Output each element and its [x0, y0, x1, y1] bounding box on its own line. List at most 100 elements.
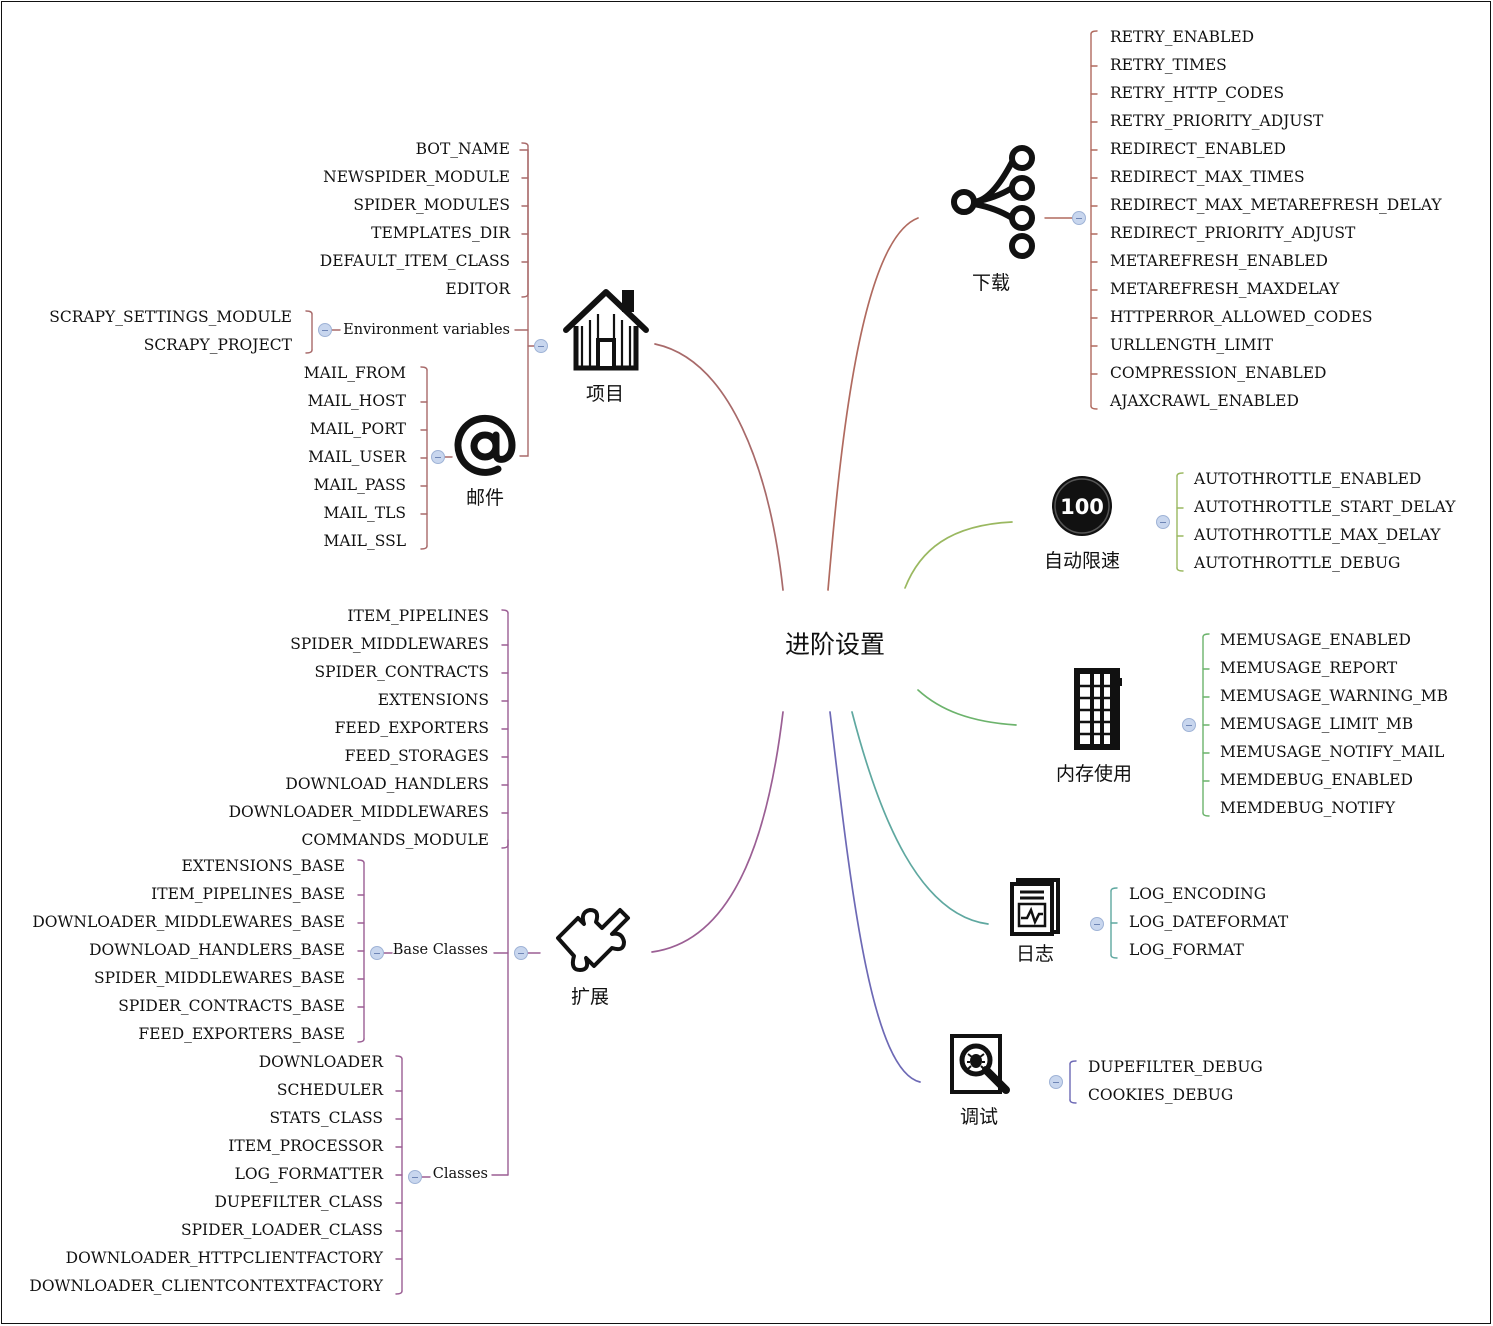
debug-collapse-toggle[interactable]	[1049, 1075, 1063, 1089]
classes-item[interactable]: DOWNLOADER_CLIENTCONTEXTFACTORY	[29, 1277, 383, 1295]
branch-mail-label[interactable]: 邮件	[465, 487, 504, 509]
branch-autothrottle-label[interactable]: 自动限速	[1043, 550, 1120, 572]
memory-item[interactable]: MEMUSAGE_NOTIFY_MAIL	[1220, 743, 1445, 761]
branch-project-label[interactable]: 项目	[585, 383, 624, 405]
memory-item[interactable]: MEMDEBUG_ENABLED	[1220, 771, 1413, 789]
mail-item[interactable]: MAIL_FROM	[303, 364, 406, 382]
mail-item[interactable]: MAIL_TLS	[323, 504, 406, 522]
classes-item[interactable]: DOWNLOADER_HTTPCLIENTFACTORY	[65, 1249, 383, 1267]
download-item[interactable]: REDIRECT_ENABLED	[1110, 140, 1286, 158]
project-item[interactable]: TEMPLATES_DIR	[371, 224, 510, 242]
download-collapse-toggle[interactable]	[1072, 211, 1086, 225]
project-collapse-toggle[interactable]	[534, 339, 548, 353]
download-item[interactable]: RETRY_HTTP_CODES	[1110, 84, 1285, 102]
mail-item[interactable]: MAIL_PASS	[313, 476, 406, 494]
env-variables-label[interactable]: Environment variables	[343, 322, 510, 338]
extension-item[interactable]: COMMANDS_MODULE	[301, 831, 489, 849]
base-classes-item[interactable]: SPIDER_MIDDLEWARES_BASE	[93, 969, 345, 987]
link-project	[654, 343, 784, 591]
base-classes-item[interactable]: ITEM_PIPELINES_BASE	[151, 885, 345, 903]
mail-item[interactable]: MAIL_USER	[308, 448, 406, 466]
download-item[interactable]: COMPRESSION_ENABLED	[1110, 364, 1327, 382]
memory-item[interactable]: MEMDEBUG_NOTIFY	[1220, 799, 1396, 817]
base-classes-item[interactable]: DOWNLOADER_MIDDLEWARES_BASE	[32, 913, 345, 931]
extension-item[interactable]: DOWNLOAD_HANDLERS	[285, 775, 489, 793]
memory-item[interactable]: MEMUSAGE_WARNING_MB	[1220, 687, 1449, 705]
autothrottle-item[interactable]: AUTOTHROTTLE_DEBUG	[1194, 554, 1401, 572]
project-item[interactable]: NEWSPIDER_MODULE	[323, 168, 510, 186]
classes-item[interactable]: LOG_FORMATTER	[234, 1165, 383, 1183]
env-item[interactable]: SCRAPY_SETTINGS_MODULE	[49, 308, 292, 326]
autothrottle-collapse-toggle[interactable]	[1156, 515, 1170, 529]
download-item[interactable]: AJAXCRAWL_ENABLED	[1110, 392, 1299, 410]
branch-extension-label[interactable]: 扩展	[570, 986, 609, 1008]
base-classes-item[interactable]: DOWNLOAD_HANDLERS_BASE	[89, 941, 345, 959]
classes-label[interactable]: Classes	[432, 1166, 488, 1182]
classes-item[interactable]: ITEM_PROCESSOR	[228, 1137, 383, 1155]
mail-item[interactable]: MAIL_PORT	[309, 420, 406, 438]
link-extension	[651, 711, 784, 953]
memory-item[interactable]: MEMUSAGE_LIMIT_MB	[1220, 715, 1414, 733]
puzzle-icon	[556, 908, 630, 972]
autothrottle-item[interactable]: AUTOTHROTTLE_ENABLED	[1194, 470, 1422, 488]
classes-item[interactable]: STATS_CLASS	[269, 1109, 383, 1127]
download-item[interactable]: RETRY_PRIORITY_ADJUST	[1110, 112, 1324, 130]
base-classes-label[interactable]: Base Classes	[392, 942, 488, 958]
log-item[interactable]: LOG_DATEFORMAT	[1129, 913, 1289, 931]
download-item[interactable]: REDIRECT_PRIORITY_ADJUST	[1110, 224, 1356, 242]
link-memory	[917, 689, 1017, 726]
extension-item[interactable]: FEED_STORAGES	[344, 747, 489, 765]
branch-memory-label[interactable]: 内存使用	[1055, 763, 1132, 785]
base-classes-item[interactable]: EXTENSIONS_BASE	[181, 857, 345, 875]
extension-item[interactable]: ITEM_PIPELINES	[347, 607, 489, 625]
download-item[interactable]: REDIRECT_MAX_TIMES	[1110, 168, 1305, 186]
base-classes-collapse-toggle[interactable]	[370, 946, 384, 960]
extension-item[interactable]: SPIDER_MIDDLEWARES	[290, 635, 489, 653]
debug-item[interactable]: DUPEFILTER_DEBUG	[1088, 1058, 1263, 1076]
project-item[interactable]: SPIDER_MODULES	[353, 196, 510, 214]
base-classes-item[interactable]: FEED_EXPORTERS_BASE	[138, 1025, 345, 1043]
extension-item[interactable]: DOWNLOADER_MIDDLEWARES	[228, 803, 489, 821]
download-item[interactable]: METAREFRESH_MAXDELAY	[1110, 280, 1340, 298]
classes-item[interactable]: DOWNLOADER	[258, 1053, 383, 1071]
log-item[interactable]: LOG_ENCODING	[1129, 885, 1267, 903]
extension-item[interactable]: EXTENSIONS	[377, 691, 489, 709]
extension-item[interactable]: FEED_EXPORTERS	[334, 719, 489, 737]
extension-collapse-toggle[interactable]	[514, 946, 528, 960]
project-item[interactable]: DEFAULT_ITEM_CLASS	[319, 252, 510, 270]
env-item[interactable]: SCRAPY_PROJECT	[143, 336, 292, 354]
memory-item[interactable]: MEMUSAGE_ENABLED	[1220, 631, 1411, 649]
branch-debug-label[interactable]: 调试	[959, 1106, 998, 1128]
memory-collapse-toggle[interactable]	[1182, 718, 1196, 732]
download-item[interactable]: HTTPERROR_ALLOWED_CODES	[1110, 308, 1373, 326]
link-log	[851, 711, 989, 925]
project-item[interactable]: BOT_NAME	[415, 140, 510, 158]
classes-item[interactable]: SPIDER_LOADER_CLASS	[181, 1221, 383, 1239]
mail-collapse-toggle[interactable]	[431, 450, 445, 464]
base-classes-item[interactable]: SPIDER_CONTRACTS_BASE	[118, 997, 345, 1015]
mail-item[interactable]: MAIL_HOST	[307, 392, 406, 410]
branch-log-label[interactable]: 日志	[1015, 943, 1054, 965]
classes-item[interactable]: SCHEDULER	[276, 1081, 383, 1099]
center-topic[interactable]: 进阶设置	[784, 630, 885, 659]
at-sign-icon	[454, 414, 516, 476]
classes-collapse-toggle[interactable]	[408, 1170, 422, 1184]
env-collapse-toggle[interactable]	[318, 323, 332, 337]
download-item[interactable]: RETRY_ENABLED	[1110, 28, 1254, 46]
branch-download-label[interactable]: 下载	[971, 272, 1010, 294]
classes-item[interactable]: DUPEFILTER_CLASS	[214, 1193, 383, 1211]
extension-item[interactable]: SPIDER_CONTRACTS	[314, 663, 489, 681]
project-item[interactable]: EDITOR	[445, 280, 510, 298]
memory-item[interactable]: MEMUSAGE_REPORT	[1220, 659, 1398, 677]
autothrottle-item[interactable]: AUTOTHROTTLE_MAX_DELAY	[1194, 526, 1441, 544]
debug-item[interactable]: COOKIES_DEBUG	[1088, 1086, 1234, 1104]
download-item[interactable]: URLLENGTH_LIMIT	[1110, 336, 1273, 354]
download-item[interactable]: RETRY_TIMES	[1110, 56, 1227, 74]
link-debug	[829, 711, 921, 1083]
download-item[interactable]: METAREFRESH_ENABLED	[1110, 252, 1328, 270]
autothrottle-item[interactable]: AUTOTHROTTLE_START_DELAY	[1194, 498, 1456, 516]
download-item[interactable]: REDIRECT_MAX_METAREFRESH_DELAY	[1110, 196, 1442, 214]
mail-item[interactable]: MAIL_SSL	[323, 532, 407, 550]
log-collapse-toggle[interactable]	[1090, 917, 1104, 931]
log-item[interactable]: LOG_FORMAT	[1129, 941, 1244, 959]
